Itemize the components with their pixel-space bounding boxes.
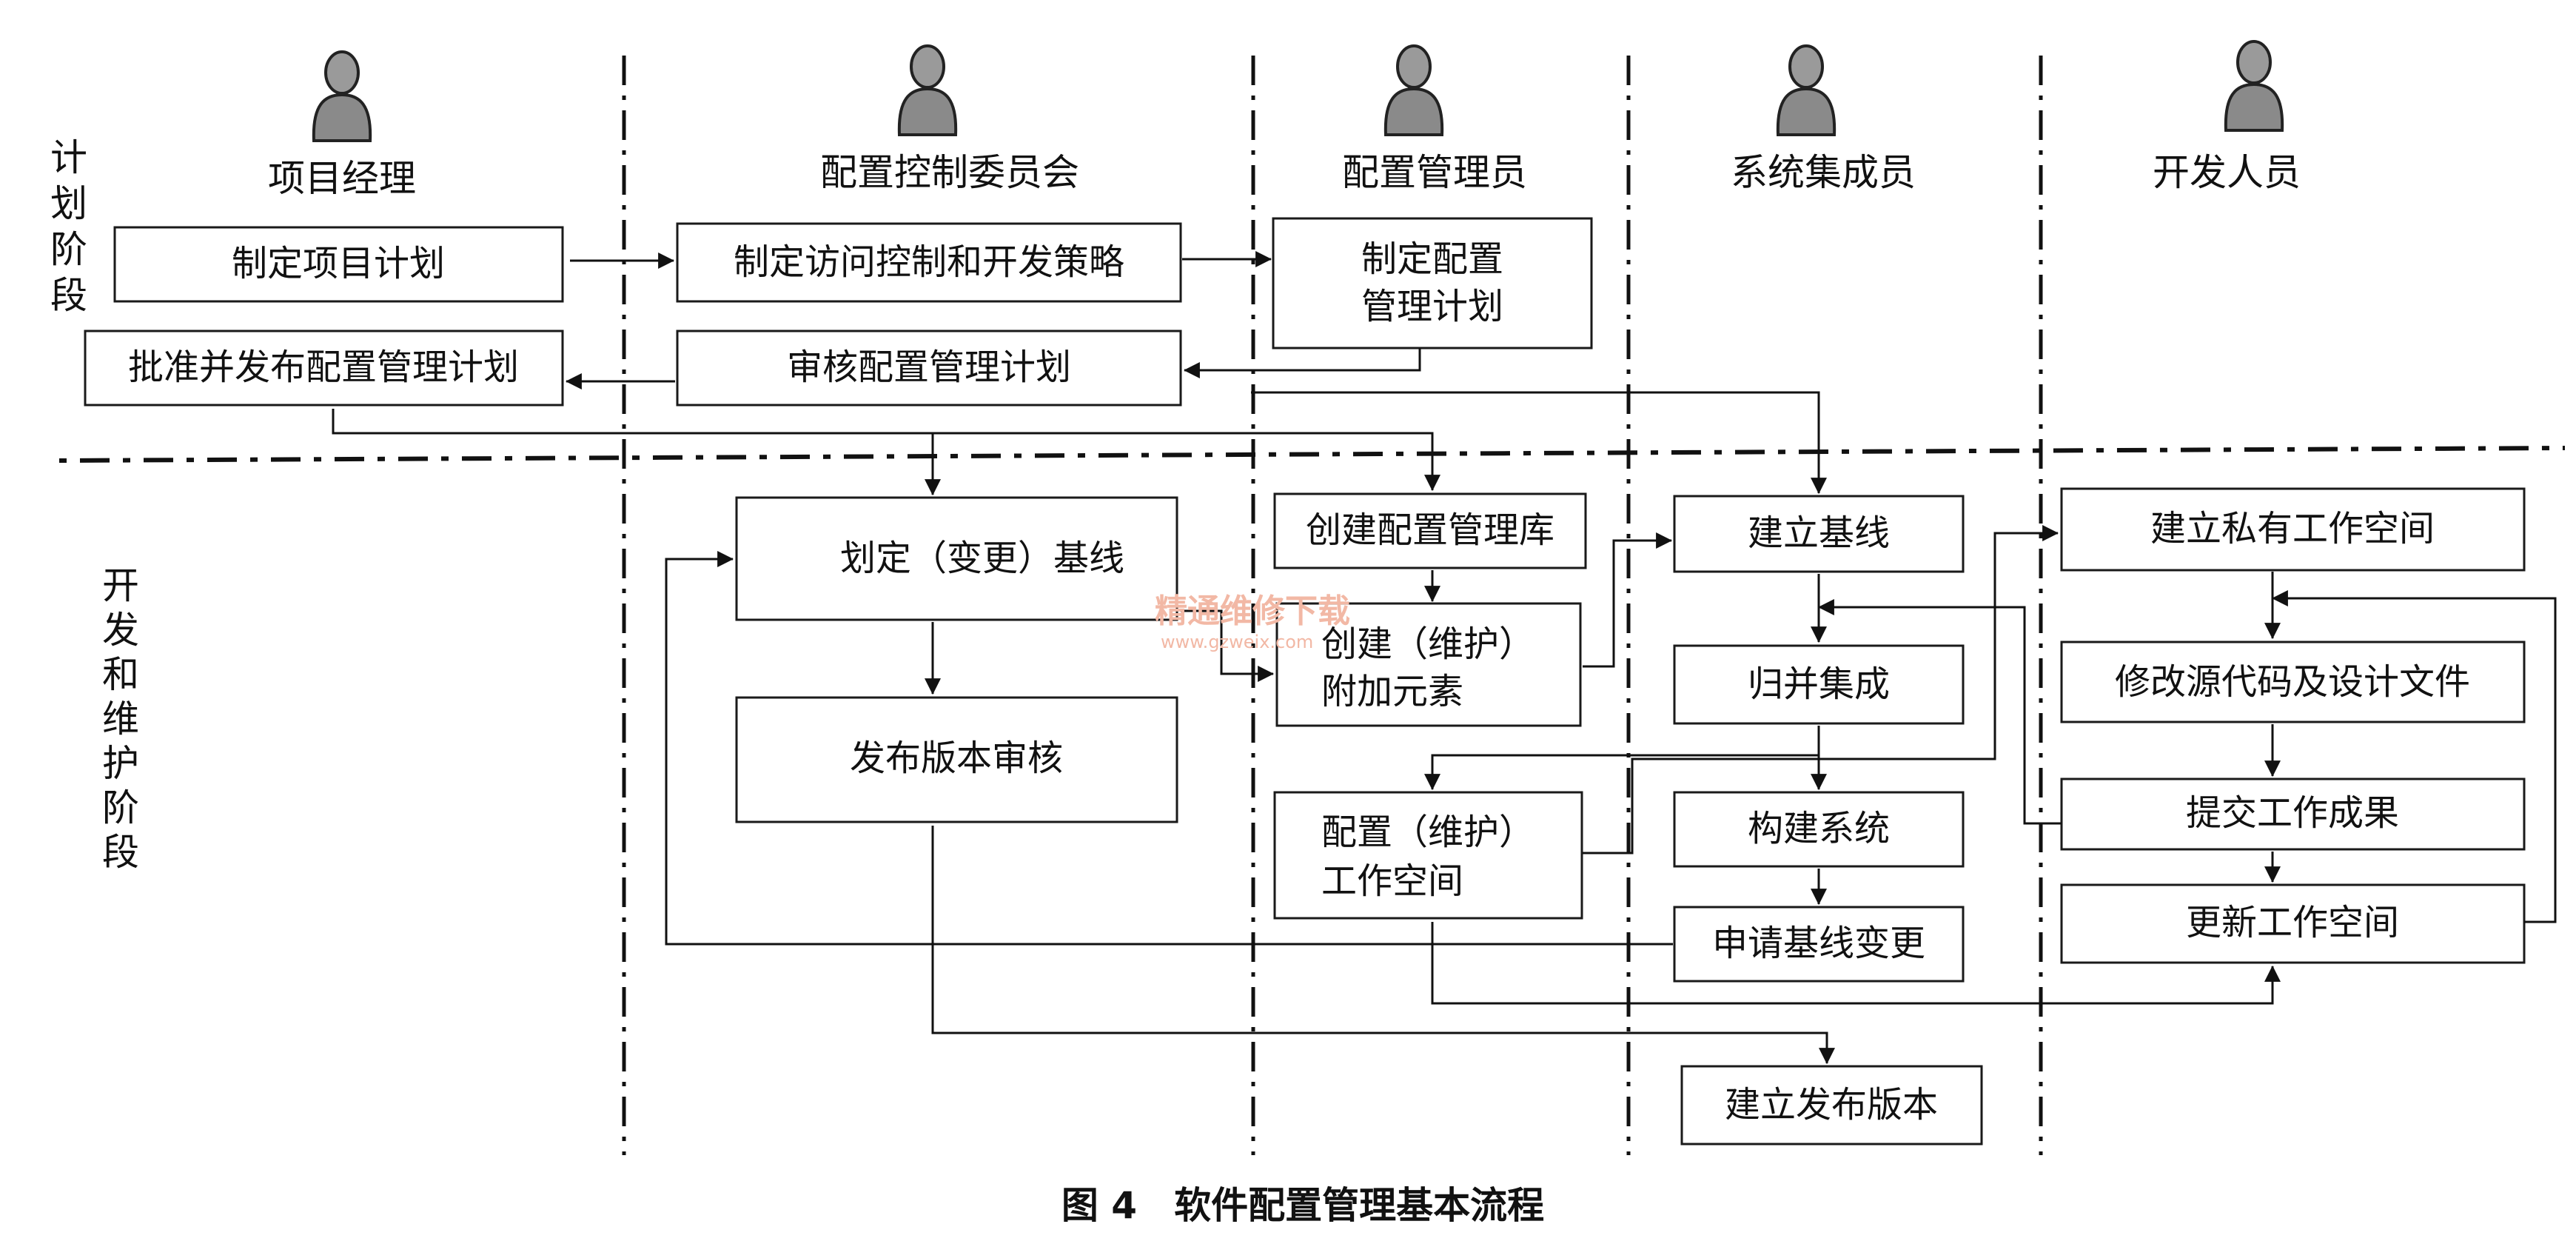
watermark-url: www.gzweix.com bbox=[1161, 632, 1313, 652]
connector-arrow bbox=[1583, 525, 2059, 855]
box-label: 批准并发布配置管理计划 bbox=[128, 347, 519, 388]
box-label: 制定访问控制和开发策略 bbox=[734, 241, 1124, 283]
phase-label-char: 阶 bbox=[50, 228, 87, 271]
role-config-manager: 配置管理员 bbox=[1342, 151, 1527, 194]
phase-label-char: 开 bbox=[102, 564, 139, 607]
figure-caption: 图 4 软件配置管理基本流程 bbox=[1061, 1184, 1544, 1227]
person-icon bbox=[1776, 44, 1837, 136]
box-label: 管理计划 bbox=[1361, 286, 1503, 327]
box-label: 划定（变更）基线 bbox=[840, 538, 1124, 579]
role-system-integrator: 系统集成员 bbox=[1731, 151, 1916, 194]
box-label: 建立基线 bbox=[1748, 512, 1890, 554]
box-approve-cm-plan: 批准并发布配置管理计划 bbox=[84, 330, 564, 407]
role-project-manager: 项目经理 bbox=[268, 157, 416, 200]
box-submit-results: 提交工作成果 bbox=[2060, 778, 2526, 851]
phase-label-char: 计 bbox=[50, 136, 87, 179]
phase-label-char: 划 bbox=[50, 182, 87, 225]
phase-label-char: 阶 bbox=[102, 786, 139, 829]
phase-label-dev-maint: 开 发 和 维 护 阶 段 bbox=[102, 564, 139, 874]
watermark: 精通维修下载 bbox=[1155, 592, 1350, 630]
box-label: 发布版本审核 bbox=[850, 738, 1063, 779]
box-label: 更新工作空间 bbox=[2186, 902, 2399, 943]
box-label: 归并集成 bbox=[1748, 663, 1890, 705]
phase-label-char: 发 bbox=[102, 609, 139, 652]
role-config-control-board: 配置控制委员会 bbox=[820, 151, 1079, 194]
box-release-audit: 发布版本审核 bbox=[735, 696, 1178, 823]
box-make-access-policy: 制定访问控制和开发策略 bbox=[676, 222, 1182, 303]
box-label: 修改源代码及设计文件 bbox=[2115, 661, 2470, 703]
box-build-release: 建立发布版本 bbox=[1680, 1065, 1983, 1146]
connector-arrow bbox=[2271, 590, 2557, 923]
box-label: 建立发布版本 bbox=[1725, 1084, 1938, 1126]
connector-arrow bbox=[933, 432, 1440, 492]
phase-label-planning: 计 划 阶 段 bbox=[50, 136, 87, 317]
box-build-baseline: 建立基线 bbox=[1673, 495, 1965, 573]
role-developer: 开发人员 bbox=[2153, 151, 2301, 194]
box-merge-integrate: 归并集成 bbox=[1673, 644, 1965, 725]
connector-arrow bbox=[931, 826, 1835, 1065]
connector-arrow bbox=[1817, 599, 2062, 825]
connector-arrow bbox=[1583, 532, 1673, 668]
box-label: 审核配置管理计划 bbox=[787, 347, 1071, 388]
box-label: 附加元素 bbox=[1321, 671, 1463, 712]
connector-arrow bbox=[665, 551, 1673, 946]
box-review-cm-plan: 审核配置管理计划 bbox=[676, 330, 1182, 407]
person-icon bbox=[312, 50, 372, 142]
box-label: 制定配置 bbox=[1361, 238, 1503, 280]
phase-label-char: 段 bbox=[102, 831, 139, 874]
box-label: 建立私有工作空间 bbox=[2150, 508, 2435, 549]
box-build-system: 构建系统 bbox=[1673, 791, 1965, 868]
box-request-baseline-change: 申请基线变更 bbox=[1673, 906, 1965, 983]
connector-arrow bbox=[1181, 609, 1275, 682]
box-label: 申请基线变更 bbox=[1712, 923, 1925, 964]
box-label: 提交工作成果 bbox=[2186, 792, 2399, 834]
phase-divider bbox=[58, 446, 2566, 463]
phase-label-char: 和 bbox=[102, 653, 139, 696]
box-label: 构建系统 bbox=[1748, 808, 1890, 849]
box-create-additional-elements: 创建（维护） 附加元素 bbox=[1275, 602, 1582, 727]
box-label: 创建（维护） bbox=[1321, 623, 1534, 665]
box-modify-source: 修改源代码及设计文件 bbox=[2060, 641, 2526, 723]
box-make-project-plan: 制定项目计划 bbox=[113, 226, 564, 303]
box-create-private-workspace: 建立私有工作空间 bbox=[2060, 487, 2526, 572]
box-define-baseline: 划定（变更）基线 bbox=[735, 496, 1178, 621]
connector-arrow bbox=[1424, 754, 1819, 791]
connector-arrow bbox=[332, 409, 941, 496]
connector-arrow bbox=[1183, 348, 1421, 378]
person-icon bbox=[2224, 40, 2284, 132]
phase-label-char: 护 bbox=[102, 742, 139, 785]
box-make-cm-plan: 制定配置 管理计划 bbox=[1272, 217, 1593, 350]
connector-arrow bbox=[1251, 391, 1827, 495]
box-config-workspace: 配置（维护） 工作空间 bbox=[1273, 791, 1583, 920]
person-icon bbox=[1383, 44, 1444, 136]
box-create-cm-repo: 创建配置管理库 bbox=[1273, 492, 1587, 569]
phase-label-char: 维 bbox=[102, 698, 139, 740]
box-label: 创建配置管理库 bbox=[1306, 509, 1554, 551]
box-label: 制定项目计划 bbox=[232, 243, 445, 284]
connector-arrow bbox=[1431, 922, 2281, 1005]
person-icon bbox=[897, 44, 958, 136]
box-label: 配置（维护） bbox=[1321, 812, 1534, 853]
phase-label-char: 段 bbox=[50, 274, 87, 317]
box-update-workspace: 更新工作空间 bbox=[2060, 883, 2526, 964]
box-label: 工作空间 bbox=[1321, 860, 1463, 902]
